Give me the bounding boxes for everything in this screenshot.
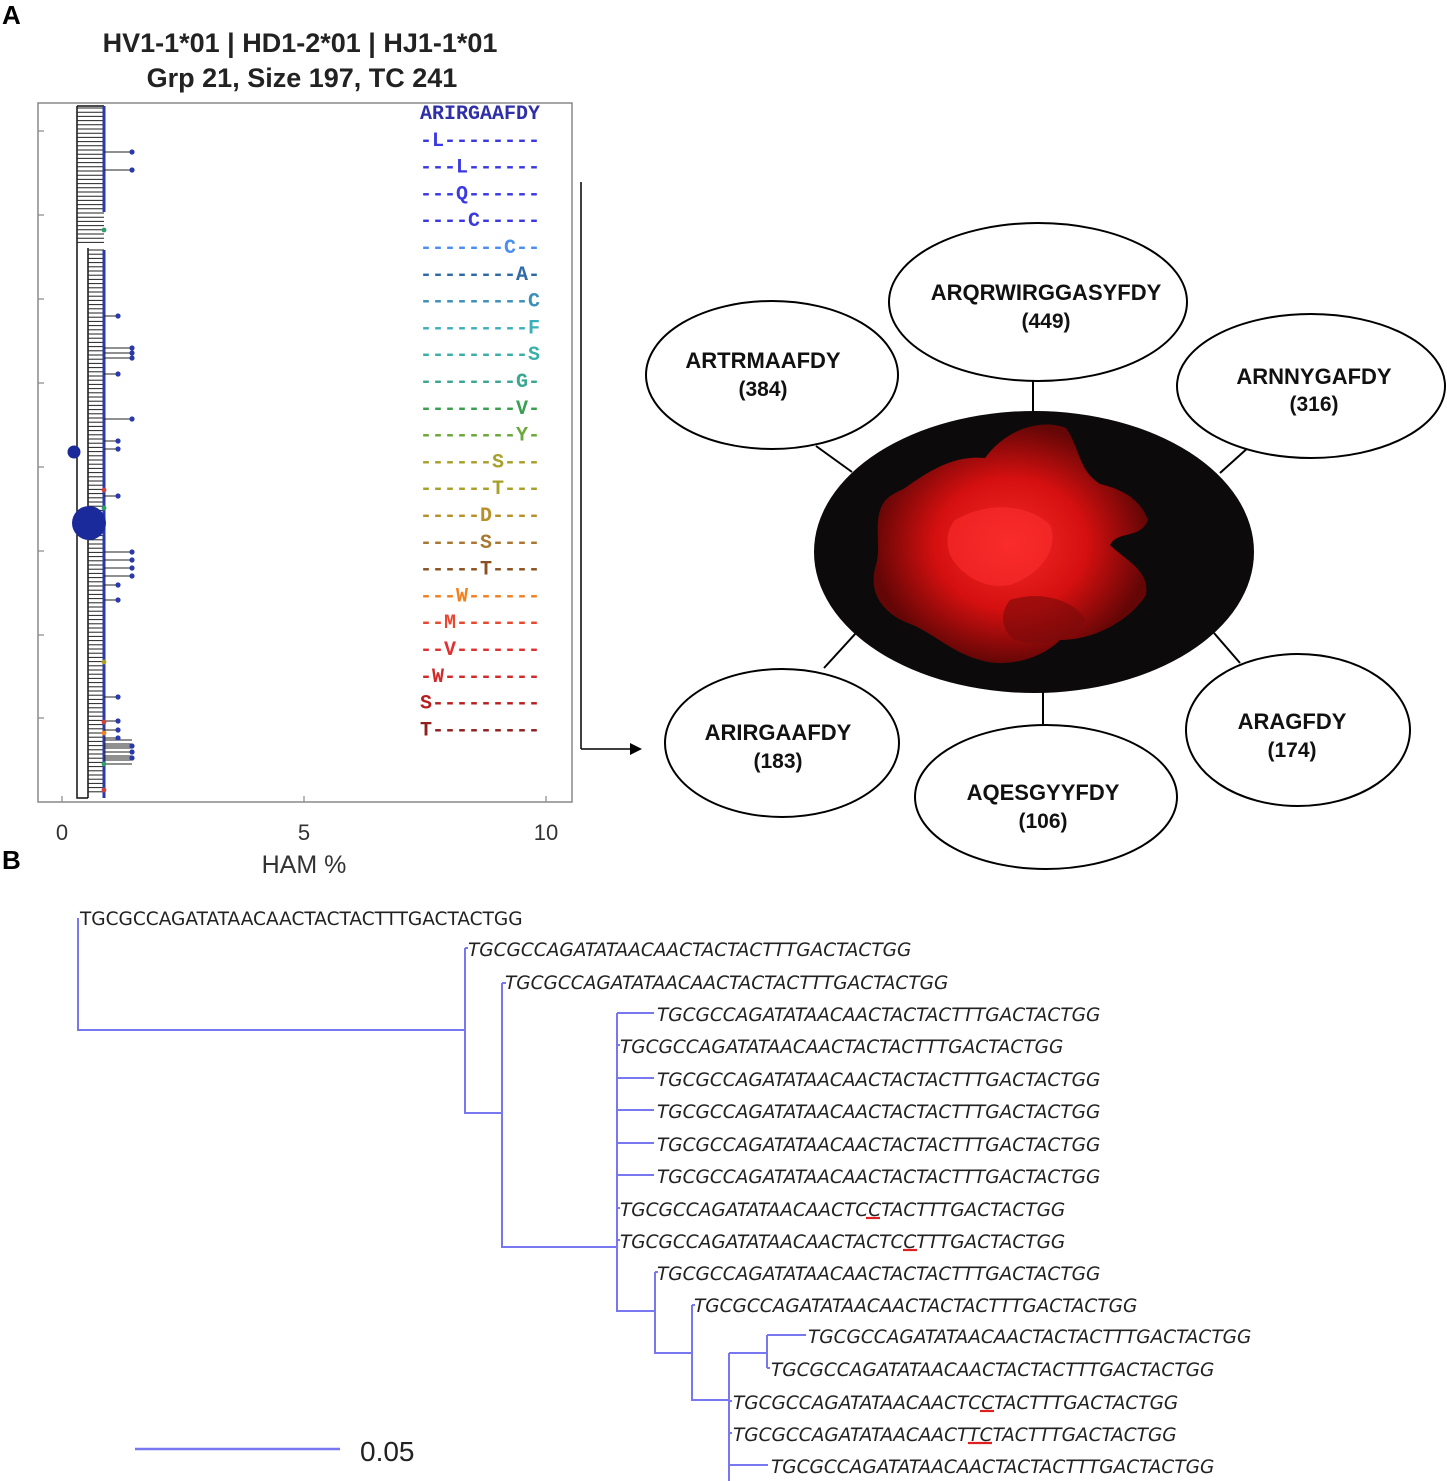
sequence-variant-label: ---L------ [420,157,540,180]
sequence-variant-label: T--------- [420,719,540,742]
sequence-variant-label: ------S--- [420,451,540,474]
tree-sequence-label: TGCGCCAGATATAACAACTACTACTTTGACTACTGG [657,1264,1100,1285]
cdr3-ellipse-4: ARIRGAAFDY (183) [664,668,900,818]
sequence-variant-label: -----S---- [420,532,540,555]
ellipse-connectors [815,380,1251,724]
tree-sequence-label: TGCGCCAGATATAACAACTACTACTTTGACTACTGG [620,1037,1063,1058]
ellipse-2-sequence: ARTRMAAFDY [685,348,841,373]
tree-sequence-label: TGCGCCAGATATAACAACTACTACTTTGACTACTGG [771,1360,1214,1381]
ellipse-1-sequence: ARQRWIRGGASYFDY [931,280,1162,305]
tissue-fluorescence-image [814,411,1254,693]
tree-sequence-label: TGCGCCAGATATAACAACTTCTACTTTGACTACTGG [733,1425,1177,1446]
tree-sequence-label: TGCGCCAGATATAACAACTCCTACTTTGACTACTGG [620,1200,1065,1221]
tree-sequence-label: TGCGCCAGATATAACAACTACTACTTTGACTACTGG [657,1167,1100,1188]
sequence-variant-label: --------A- [420,264,540,287]
phylogenetic-tree-branches [77,918,806,1481]
tree-sequence-label: TGCGCCAGATATAACAACTACTCCTTTGACTACTGG [620,1232,1065,1253]
tree-sequence-label: TGCGCCAGATATAACAACTACTACTTTGACTACTGG [771,1457,1214,1478]
ellipse-6-sequence: AQESGYYFDY [967,780,1120,805]
sequence-variant-label: -----T---- [420,559,540,582]
x-axis-label: HAM % [262,851,347,879]
tree-sequence-label: TGCGCCAGATATAACAACTCCTACTTTGACTACTGG [733,1393,1178,1414]
ellipse-1-count: (449) [1021,310,1070,333]
tree-sequence-label: TGCGCCAGATATAACAACTACTACTTTGACTACTGG [657,1005,1100,1026]
sequence-variant-label: ---------C [420,291,540,314]
sequence-variant-label: --------G- [420,371,540,394]
ellipse-2-count: (384) [738,378,787,401]
sequence-variant-label: ---W------ [420,585,540,608]
ellipse-3-count: (316) [1289,393,1338,416]
mutation-marks [866,1216,994,1445]
x-tick-0: 0 [56,820,68,845]
cdr3-ellipse-2: ARTRMAAFDY (384) [645,300,899,450]
cdr3-ellipse-1: ARQRWIRGGASYFDY (449) [888,222,1188,382]
sequence-variant-list: ARIRGAAFDY -L-------- ---L------ ---Q------… [420,103,540,742]
ellipse-3-sequence: ARNNYGAFDY [1236,364,1392,389]
panel-a-title-line1: HV1-1*01 | HD1-2*01 | HJ1-1*01 [103,28,498,58]
lineage-plot-frame [37,102,573,803]
tree-sequence-label: TGCGCCAGATATAACAACTACTACTTTGACTACTGG [468,940,911,961]
y-axis-ticks [38,130,547,802]
tree-sequence-label: TGCGCCAGATATAACAACTACTACTTTGACTACTGG [808,1327,1251,1348]
x-tick-10: 10 [534,820,558,845]
sequence-variant-label: ARIRGAAFDY [420,103,540,126]
sequence-variant-label: ------T--- [420,478,540,501]
cdr3-ellipse-6: AQESGYYFDY (106) [914,724,1178,870]
sequence-variant-label: -------C-- [420,237,540,260]
tree-sequence-label: TGCGCCAGATATAACAACTACTACTTTGACTACTGG [79,909,523,930]
panel-a-title-line2: Grp 21, Size 197, TC 241 [147,63,458,93]
tree-sequence-label: TGCGCCAGATATAACAACTACTACTTTGACTACTGG [657,1135,1100,1156]
tree-sequence-label: TGCGCCAGATATAACAACTACTACTTTGACTACTGG [657,1102,1100,1123]
sequence-variant-label: ---------S [420,344,540,367]
sequence-variant-label: --M------- [420,612,540,635]
sequence-variant-label: -----D---- [420,505,540,528]
sequence-variant-label: -L-------- [420,130,540,153]
sequence-variant-label: --V------- [420,639,540,662]
ellipse-4-count: (183) [753,750,802,773]
tree-sequence-label: TGCGCCAGATATAACAACTACTACTTTGACTACTGG [694,1296,1137,1317]
lineage-tree [67,105,135,799]
ellipse-5-sequence: ARAGFDY [1238,709,1347,734]
sequence-variant-label: ---------F [420,317,540,340]
tree-sequence-label: TGCGCCAGATATAACAACTACTACTTTGACTACTGG [505,973,948,994]
ellipse-4-sequence: ARIRGAAFDY [705,720,852,745]
sequence-variant-label: ---Q------ [420,183,540,206]
sequence-variant-label: ----C----- [420,210,540,233]
cdr3-ellipse-3: ARNNYGAFDY (316) [1176,313,1446,459]
sequence-variant-label: S--------- [420,693,540,716]
sequence-variant-label: -W-------- [420,666,540,689]
ellipse-5-count: (174) [1267,739,1316,762]
cdr3-ellipse-5: ARAGFDY (174) [1185,653,1411,807]
sequence-variant-label: --------Y- [420,425,540,448]
tree-sequence-label: TGCGCCAGATATAACAACTACTACTTTGACTACTGG [657,1070,1100,1091]
panel-a-letter: A [2,0,21,30]
x-tick-5: 5 [298,820,310,845]
sequence-variant-label: --------V- [420,398,540,421]
phylogenetic-tree-labels: TGCGCCAGATATAACAACTACTACTTTGACTACTGG TGCG… [79,909,1251,1478]
scale-bar-label: 0.05 [360,1436,415,1467]
ellipse-6-count: (106) [1018,810,1067,833]
panel-b-letter: B [2,845,21,875]
